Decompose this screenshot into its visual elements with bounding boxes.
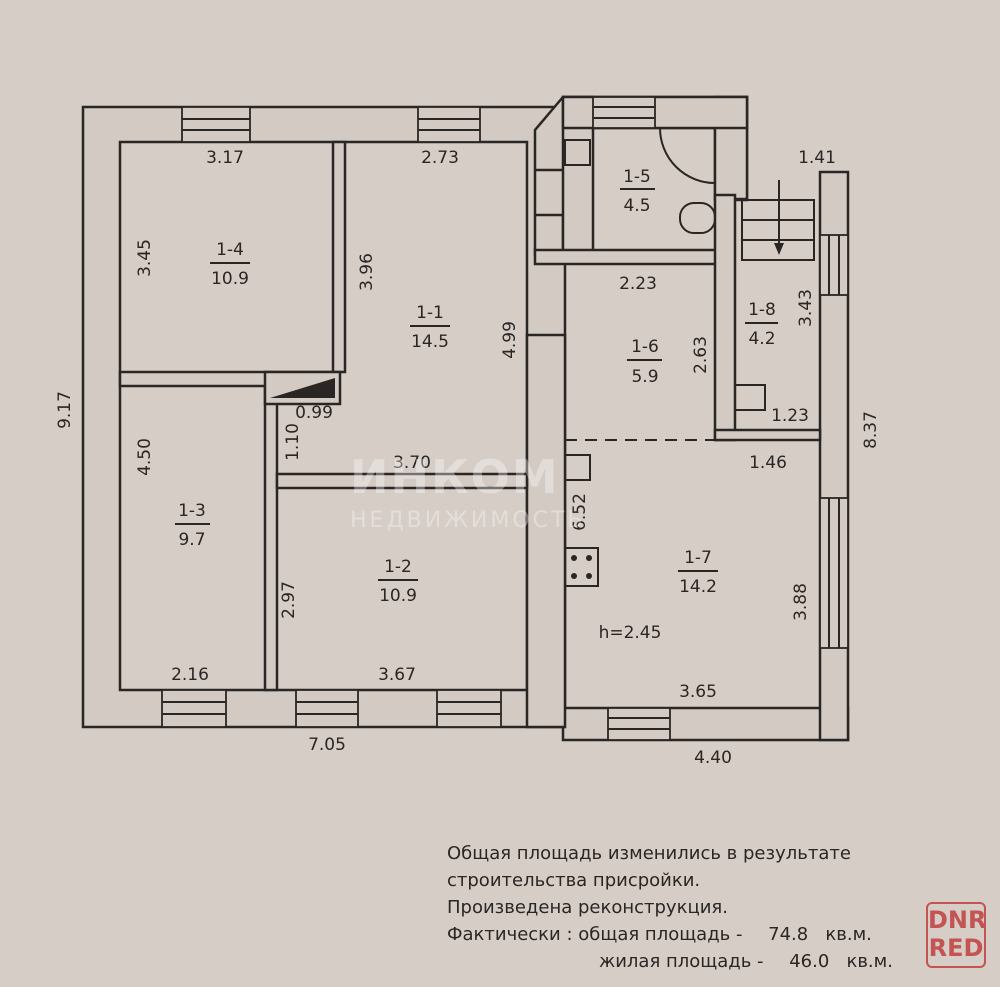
room-1-8-id: 1-8 [748, 300, 776, 320]
dim: 3.45 [135, 239, 155, 277]
wall-kitchen-bottom [561, 706, 850, 742]
room-1-7-id: 1-7 [684, 548, 712, 568]
watermark-brand: ИНКОМ [350, 450, 560, 504]
living-value: 46.0 [789, 951, 830, 972]
dim: 3.70 [393, 453, 431, 473]
dim: 3.88 [791, 583, 811, 621]
dim: 7.05 [308, 735, 346, 755]
dim: 1.23 [771, 406, 809, 426]
wall-middle [525, 333, 567, 729]
dim: 2.73 [421, 148, 459, 168]
dim: 3.17 [206, 148, 244, 168]
room-label-lines [175, 188, 778, 581]
stairs-icon [741, 180, 815, 261]
sink-icon [564, 139, 591, 166]
unit: кв.м. [825, 924, 872, 945]
room-1-8-area: 4.2 [748, 329, 775, 349]
partition-1-2-top [275, 472, 529, 490]
total-area-row: Фактически : общая площадь - 74.8 кв.м. [447, 921, 893, 948]
partition-1-4 [331, 140, 347, 374]
partition-1-2 [263, 384, 279, 692]
room-1-1-area: 14.5 [411, 332, 449, 352]
toilet-icon [679, 202, 716, 234]
logo-line-2: RED [928, 934, 984, 962]
dim: 2.16 [171, 665, 209, 685]
room-1-2-id: 1-2 [384, 557, 412, 577]
dim: 1.46 [749, 453, 787, 473]
room-1-5-area: 4.5 [623, 196, 650, 216]
dim: 3.67 [378, 665, 416, 685]
note-line-2: строительства присройки. [447, 870, 701, 891]
dim: 2.23 [619, 274, 657, 294]
stove-icon [564, 547, 599, 587]
dim: 8.37 [861, 411, 881, 449]
dim: 4.50 [135, 438, 155, 476]
ceiling-height: h=2.45 [599, 623, 662, 643]
note-line-1: Общая площадь изменились в результате [447, 843, 851, 864]
room-1-6-area: 5.9 [631, 367, 658, 387]
door-swing [659, 127, 716, 184]
room-1-5-id: 1-5 [623, 167, 651, 187]
room-1-1-id: 1-1 [416, 303, 444, 323]
total-label: общая площадь - [578, 924, 743, 945]
room-1-4-id: 1-4 [216, 240, 244, 260]
partition-1-8 [713, 193, 737, 442]
dim: 9.17 [55, 391, 75, 429]
dim: 1.41 [798, 148, 836, 168]
room-1-7-area: 14.2 [679, 577, 717, 597]
living-label: жилая площадь - [599, 951, 764, 972]
partition-1-5 [533, 248, 722, 266]
windows [161, 96, 849, 741]
dim: 1.10 [283, 423, 303, 461]
room-1-6-id: 1-6 [631, 337, 659, 357]
chimney-icon [270, 378, 335, 398]
dnr-red-logo: DNR RED [926, 902, 987, 968]
boiler-icon [734, 384, 766, 411]
kitchen-sink-icon [564, 454, 591, 481]
unit: кв.м. [846, 951, 893, 972]
room-1-4-area: 10.9 [211, 269, 249, 289]
dimension-labels: 3.17 2.73 3.45 3.96 4.99 9.17 0.99 1.10 … [55, 148, 881, 768]
dim: 3.65 [679, 682, 717, 702]
dim: 2.63 [691, 336, 711, 374]
note-line-3: Произведена реконструкция. [447, 897, 728, 918]
logo-line-1: DNR [928, 906, 987, 934]
room-1-2-area: 10.9 [379, 586, 417, 606]
dim: 4.99 [500, 321, 520, 359]
actual-label: Фактически : [447, 924, 573, 945]
living-area-row: жилая площадь - 46.0 кв.м. [447, 948, 893, 975]
dim: 3.96 [357, 253, 377, 291]
dim: 2.97 [279, 581, 299, 619]
dim: 4.40 [694, 748, 732, 768]
room-1-3-area: 9.7 [178, 530, 205, 550]
dim: 6.52 [570, 493, 590, 531]
watermark-sub: НЕДВИЖИМОСТЬ [350, 508, 586, 533]
partition-1-8-bottom [713, 428, 822, 442]
dim: 3.43 [796, 289, 816, 327]
room-1-3-id: 1-3 [178, 501, 206, 521]
dim: 0.99 [295, 403, 333, 423]
notes: Общая площадь изменились в результате ст… [447, 840, 893, 975]
total-value: 74.8 [768, 924, 809, 945]
